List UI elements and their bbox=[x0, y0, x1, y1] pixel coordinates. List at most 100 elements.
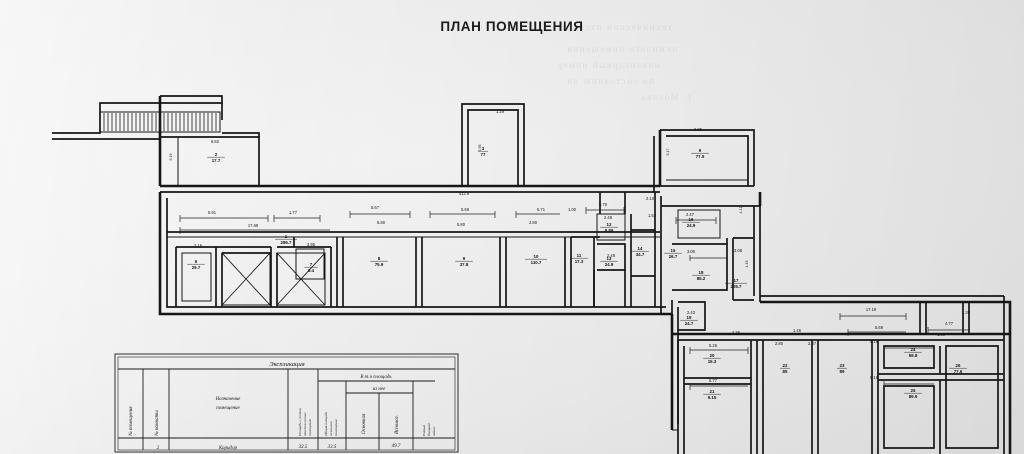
dimension-label-38: 4.77 bbox=[945, 321, 954, 326]
dimension-label-19: 5.70 bbox=[599, 202, 608, 207]
room-area: 9.15 bbox=[708, 395, 717, 400]
dimension-label-21: 1.52 bbox=[648, 213, 657, 218]
room-number: 10 bbox=[534, 254, 539, 259]
dimension-label-36: 5.16 bbox=[870, 339, 879, 344]
dimension-label-11: 5.67 bbox=[371, 205, 380, 210]
dimension-label-35: 5.69 bbox=[875, 325, 884, 330]
room-number: 23 bbox=[840, 363, 845, 368]
table-col-last-3: нейсос bbox=[431, 426, 436, 436]
room-number: 20 bbox=[710, 353, 715, 358]
room-area: 89.9 bbox=[909, 394, 918, 399]
room-area: 77.6 bbox=[954, 369, 963, 374]
room-area: 24.9 bbox=[605, 262, 614, 267]
room-label-r-297: 629.7 bbox=[187, 259, 205, 270]
crossed-room-2 bbox=[221, 252, 271, 306]
dimension-label-10: 3.95 bbox=[307, 242, 316, 247]
room-area: 17.3 bbox=[575, 259, 584, 264]
room-number: 13 bbox=[607, 256, 612, 261]
cell-vspomog: 49.7 bbox=[392, 444, 401, 449]
room-label-r-378: 937.8 bbox=[455, 256, 473, 267]
room-number: 3 bbox=[482, 146, 485, 151]
dimension-label-5: 5.17 bbox=[666, 149, 670, 156]
room-number: 22 bbox=[783, 363, 788, 368]
dimension-label-6: 5.91 bbox=[208, 210, 217, 215]
room-label-r-915: 219.15 bbox=[703, 389, 721, 400]
room-number: 9 bbox=[463, 256, 466, 261]
room-area: 24.9 bbox=[687, 223, 696, 228]
room-number: 1 bbox=[285, 234, 288, 239]
room-area: 29.7 bbox=[192, 265, 201, 270]
room-area: 24.7 bbox=[685, 321, 694, 326]
cell-obshaya: 33.5 bbox=[328, 445, 337, 450]
dimension-label-40: 1.38 bbox=[962, 310, 971, 315]
page-title: ПЛАН ПОМЕЩЕНИЯ bbox=[440, 19, 584, 34]
table-col-last-2: болщиад. bbox=[427, 422, 431, 436]
room-number: 26 bbox=[956, 363, 961, 368]
room-number: 21 bbox=[710, 389, 715, 394]
dimension-label-41: 4.41 bbox=[739, 207, 743, 214]
table-col-komnata: № комнаты bbox=[154, 410, 160, 437]
table-col-ploshad-uchet-3: помещений bbox=[307, 419, 312, 436]
room-number: 14 bbox=[638, 246, 643, 251]
room-area: 15.3 bbox=[708, 359, 717, 364]
room-number: 8 bbox=[378, 256, 381, 261]
dimension-label-23: 2.47 bbox=[686, 212, 695, 217]
room-number: 17 bbox=[734, 278, 739, 283]
dimension-label-3: 3.95 bbox=[478, 145, 482, 152]
room-area: 77.5 bbox=[696, 154, 705, 159]
dimension-label-20: 2.48 bbox=[604, 215, 613, 220]
explication-table: Экспликация В т.ч площадь из нее № помещ… bbox=[113, 352, 460, 454]
table-col-pomeshenie: № помещения bbox=[128, 406, 134, 437]
room-number: 9 bbox=[699, 148, 702, 153]
dimension-label-15: 5.80 bbox=[457, 222, 466, 227]
dimension-label-1: 5.19 bbox=[169, 154, 173, 161]
table-col-osnovnaya: Основная bbox=[362, 413, 367, 434]
dimension-label-27: 2.43 bbox=[687, 310, 696, 315]
room-area: 75.9 bbox=[375, 262, 384, 267]
dimension-label-9: 2.16 bbox=[194, 243, 203, 248]
room-area: 77 bbox=[481, 152, 486, 157]
room-area: 89 bbox=[840, 369, 845, 374]
room-number: 18 bbox=[699, 270, 704, 275]
dimension-label-13: 412.9 bbox=[459, 191, 470, 196]
dimension-label-4: 6.85 bbox=[694, 127, 703, 132]
room-area: 205.7 bbox=[731, 284, 743, 289]
room-area: 17.7 bbox=[212, 158, 221, 163]
room-area: 59.8 bbox=[909, 353, 918, 358]
dimension-label-12: 5.80 bbox=[377, 220, 386, 225]
room-number: 25 bbox=[911, 388, 916, 393]
room-area: 9.4 bbox=[308, 268, 315, 273]
cell-komnata: 2 bbox=[157, 446, 160, 451]
dimension-label-7: 1.77 bbox=[289, 210, 298, 215]
dimension-label-26: 3.08 bbox=[734, 248, 743, 253]
table-group-header: В т.ч площадь bbox=[360, 375, 392, 380]
dimension-lines bbox=[179, 207, 970, 390]
room-label-r-94: 79.4 bbox=[304, 262, 318, 273]
table-col-obshaya: Общая площадь bbox=[324, 411, 328, 436]
room-number: 11 bbox=[577, 253, 582, 258]
room-area: 37.8 bbox=[460, 262, 469, 267]
plan-walls bbox=[52, 95, 1012, 454]
room-label-r-759: 875.9 bbox=[370, 256, 388, 267]
dimension-label-33: 1.46 bbox=[793, 328, 802, 333]
room-number: 19 bbox=[687, 315, 692, 320]
table-col-ploshad-uchet-2: неиспользуемых bbox=[303, 412, 307, 436]
room-label-r-217: 217.7 bbox=[207, 152, 225, 163]
dimension-label-18: 2.80 bbox=[529, 220, 538, 225]
room-area: 34.7 bbox=[636, 252, 645, 257]
dimension-label-30: 5.77 bbox=[709, 378, 718, 383]
